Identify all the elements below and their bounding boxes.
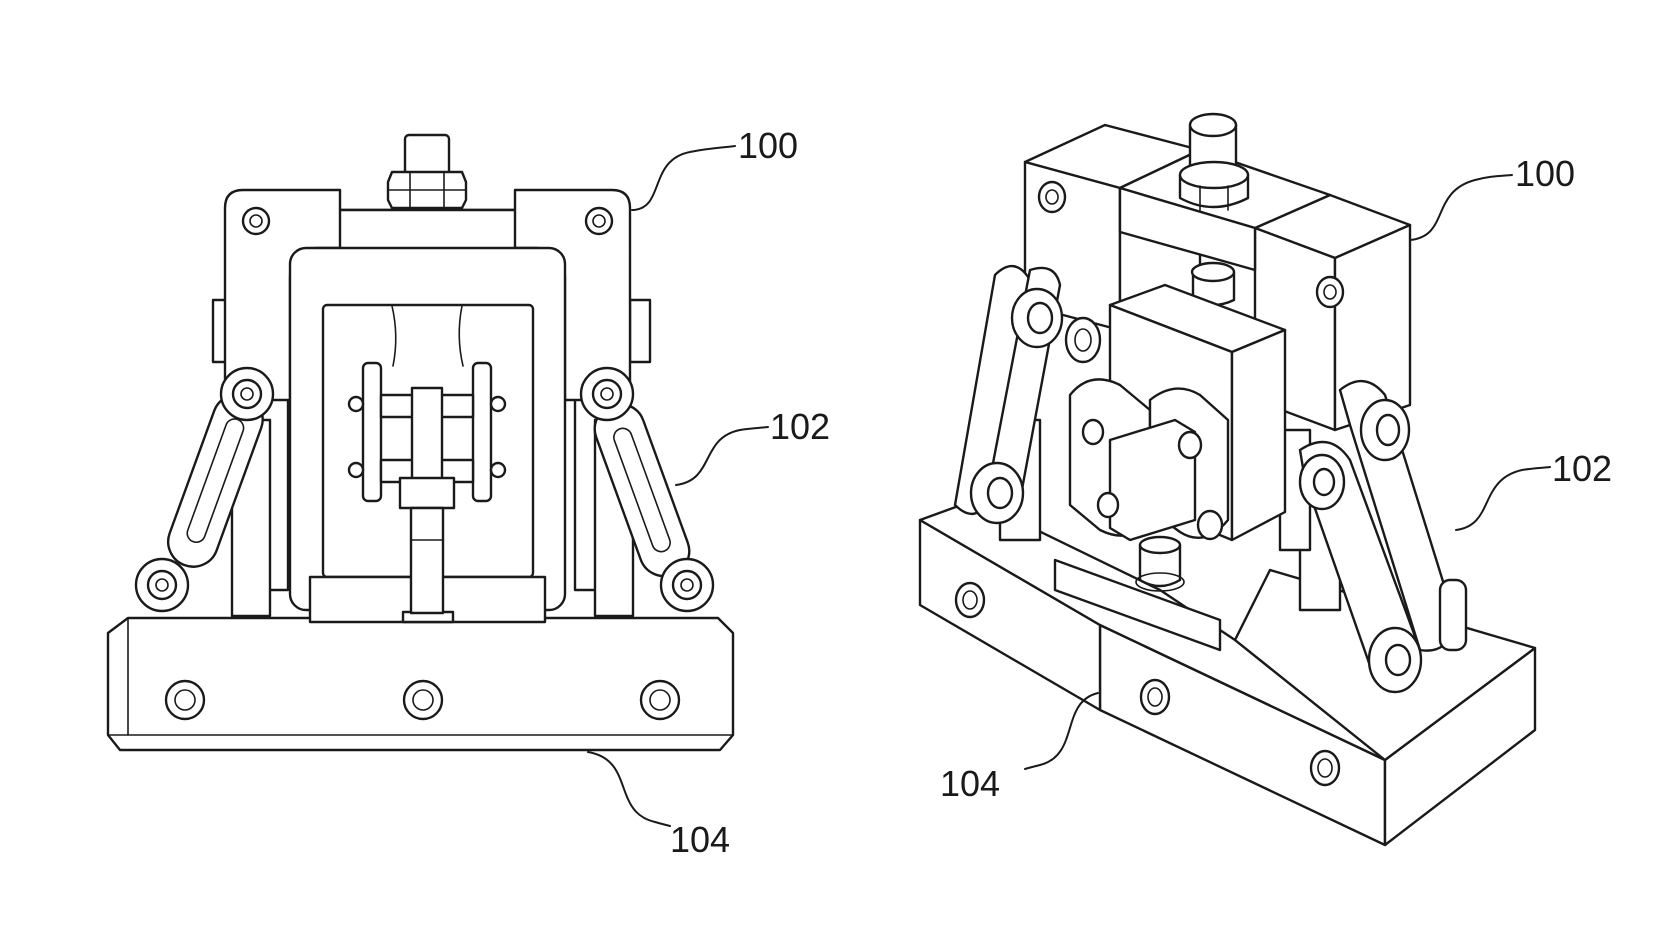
- front-ref-100: 100: [738, 125, 798, 166]
- iso-right-pivot-top: [1359, 398, 1411, 462]
- iso-left-pivot-top: [1010, 287, 1064, 349]
- front-label-housing: 100: [631, 125, 798, 211]
- front-ref-102: 102: [770, 406, 830, 447]
- front-left-linkage: [134, 366, 275, 613]
- iso-label-base: 104: [940, 692, 1099, 804]
- iso-right-pivot-bottom: [1367, 626, 1423, 694]
- iso-housing-bolt-2: [1315, 275, 1345, 309]
- front-right-pivot-bottom: [659, 557, 715, 613]
- iso-top-screw: [1178, 112, 1250, 307]
- iso-base-block: [918, 498, 1537, 847]
- iso-right-pivot-mid: [1298, 453, 1346, 511]
- front-ref-104: 104: [670, 819, 730, 860]
- iso-label-linkage: 102: [1455, 448, 1612, 531]
- front-base-bolt-1: [164, 679, 206, 721]
- iso-right-linkage: [1298, 380, 1468, 694]
- front-left-pivot-bottom: [134, 557, 190, 613]
- front-clamp-assembly: [347, 361, 507, 615]
- iso-base-bolt-3: [1309, 749, 1341, 787]
- front-housing-bolt-right: [584, 206, 614, 236]
- front-base-bolt-2: [402, 679, 444, 721]
- front-housing-bolt-left: [241, 206, 271, 236]
- iso-base-bolt-2: [1139, 678, 1171, 716]
- iso-ref-104: 104: [940, 763, 1000, 804]
- front-view-drawing: 100 102 104: [106, 125, 830, 860]
- iso-ref-100: 100: [1515, 153, 1575, 194]
- front-base-bolt-3: [639, 679, 681, 721]
- front-base-plate: [106, 616, 735, 752]
- iso-clamp-assembly: [1068, 378, 1230, 592]
- iso-left-linkage: [953, 265, 1064, 525]
- front-right-linkage: [579, 366, 715, 613]
- iso-housing-bolt-1: [1037, 180, 1067, 214]
- iso-ref-102: 102: [1552, 448, 1612, 489]
- iso-label-housing: 100: [1409, 153, 1575, 241]
- iso-left-pivot-bottom: [969, 461, 1025, 525]
- front-left-pivot-top: [219, 366, 275, 422]
- front-right-pivot-top: [579, 366, 635, 422]
- front-label-base: 104: [587, 751, 730, 860]
- iso-base-bolt-1: [954, 581, 986, 619]
- isometric-view-drawing: 100 102 104: [918, 112, 1612, 847]
- front-label-linkage: 102: [675, 406, 830, 486]
- iso-housing-bolt-3: [1064, 316, 1102, 364]
